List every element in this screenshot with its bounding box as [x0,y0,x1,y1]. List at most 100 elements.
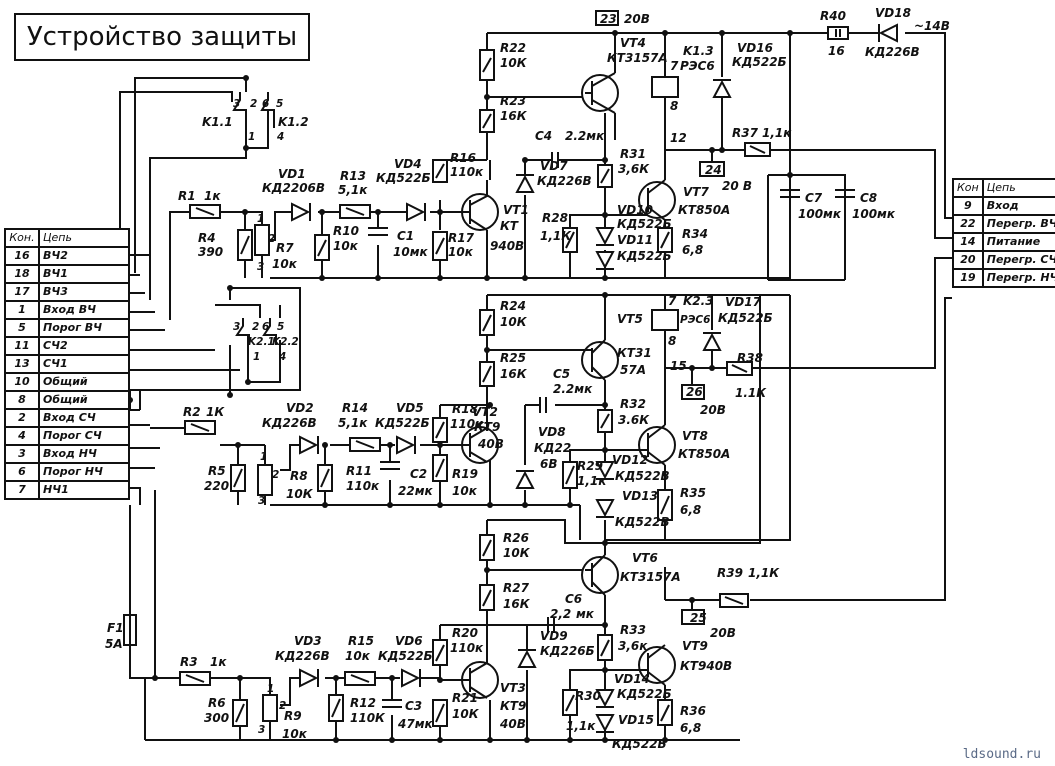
circuit-name-cell: Общий [38,372,130,392]
component-label: R27 [503,581,530,595]
pin-number-cell: 20 [952,250,984,270]
diode-vd14 [595,689,615,708]
component-label: VD14 [614,672,650,686]
component-label: 5А [105,637,123,651]
relay-contact-k1-1 [232,92,247,128]
resistor-r17 [432,231,448,261]
component-label: 5 [277,321,284,333]
circuit-name-cell: ВЧ1 [38,264,130,284]
component-label: VD13 [622,489,658,503]
component-label: R5 [208,464,226,478]
component-label: 1 [260,451,267,463]
resistor-r5 [230,464,246,492]
component-label: 20В [700,403,726,417]
component-label: 2 [279,700,286,712]
component-label: 1к [204,189,221,203]
component-label: VD12 [612,453,648,467]
capacitor-c6 [547,617,555,633]
capacitors [368,152,855,708]
component-label: КТ940В [680,659,732,673]
resistor-r16 [432,159,448,183]
terminal-23 [595,10,619,26]
diode-vd17 [702,332,722,351]
transistor-vt2 [461,420,499,464]
component-label: R15 [348,634,374,648]
component-label: 10к [448,245,474,259]
component-label: 1К [206,405,225,419]
component-label: 10К [452,707,480,721]
potentiometer-r7 [254,224,270,256]
relay-coil-k2-3 [651,309,679,331]
component-label: КД522Б [617,217,672,231]
capacitor-c3 [382,699,402,708]
pin-number-cell: 7 [4,480,40,500]
component-label: C6 [565,592,582,606]
component-label: 40В [499,717,526,731]
capacitor-c8 [835,189,855,198]
component-label: КТ9 [474,420,500,434]
component-label: 10к [333,239,359,253]
transistor-vt4 [581,72,619,114]
pin-number-cell: 13 [4,354,40,374]
component-label: R3 [180,655,198,669]
resistor-r28 [562,227,578,253]
component-label: 110к [450,165,484,179]
component-label: 1,1К [540,229,572,243]
circuit-name-cell: Перегр. ВЧ [981,214,1055,234]
component-label: R13 [340,169,366,183]
component-label: VD16 [737,41,773,55]
resistor-r35 [657,489,673,521]
component-label: R37 [732,126,759,140]
terminal-26 [681,384,705,400]
resistor-r26 [479,534,495,561]
component-label: 20В [710,626,736,640]
resistor-r30 [562,689,578,716]
component-label: 8 [670,99,678,113]
component-label: 10мк [393,245,429,259]
pin-number-cell: 2 [4,408,40,428]
diode-vd13 [595,499,615,518]
component-label: 4 [276,131,284,143]
component-label: R23 [500,94,526,108]
component-label: VD11 [617,233,653,247]
watermark: ldsound.ru [962,747,1041,762]
component-label: КД522В [615,469,670,483]
component-label: 10К [500,56,528,70]
pin-number-cell: 16 [4,246,40,266]
component-label: 7 [670,59,679,73]
label-k2-1: K2.1 [248,336,275,348]
circuit-name-cell: ВЧ3 [38,282,130,302]
relay-contact-k1-2 [260,92,275,128]
diode-vd7 [515,174,535,193]
resistor-r11 [317,464,333,492]
component-label: R25 [500,351,526,365]
resistor-r39 [719,593,749,608]
diode-vd12 [595,461,615,480]
component-label: VD4 [394,157,422,171]
component-label: K2.3 [683,294,714,308]
resistor-r22 [479,49,495,81]
component-label: 6,8 [680,721,701,735]
circuit-name-cell: Порог ВЧ [38,318,130,338]
component-label: РЭС6 [680,314,710,326]
component-label: КД522Б [718,311,773,325]
component-label: 8 [668,334,676,348]
component-label: VT9 [682,639,708,653]
diode-vd16 [712,79,732,98]
circuit-name-cell: НЧ1 [38,480,130,500]
component-label: VT3 [500,681,526,695]
pin-number-cell: 22 [952,214,984,234]
potentiometer-r8 [257,464,273,496]
component-label: C7 [805,191,823,205]
component-label: 15 [670,359,687,373]
pin-number-cell: 18 [4,264,40,284]
component-label: КД226В [537,174,592,188]
component-label: R39 [717,566,743,580]
component-label: 26 [686,385,703,399]
component-label: R20 [452,626,478,640]
